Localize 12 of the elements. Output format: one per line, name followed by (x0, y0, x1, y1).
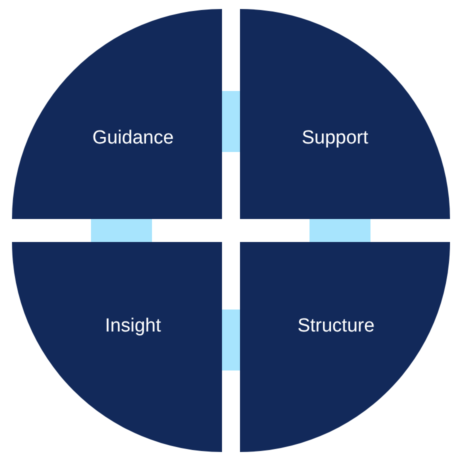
connector-bar (91, 219, 152, 242)
quarter-circle-segment (12, 9, 222, 219)
segment-label: Structure (297, 316, 375, 336)
quarter-circle-segment (240, 9, 450, 219)
segment-label: Support (302, 128, 368, 148)
connector-bar (222, 310, 240, 370)
connector-bar (222, 91, 240, 152)
segment-label: Guidance (92, 128, 174, 148)
segment-label: Insight (105, 316, 161, 336)
quarter-circle-segment (240, 242, 450, 452)
quarter-circle-segment (12, 242, 222, 452)
connector-bar (310, 219, 370, 242)
